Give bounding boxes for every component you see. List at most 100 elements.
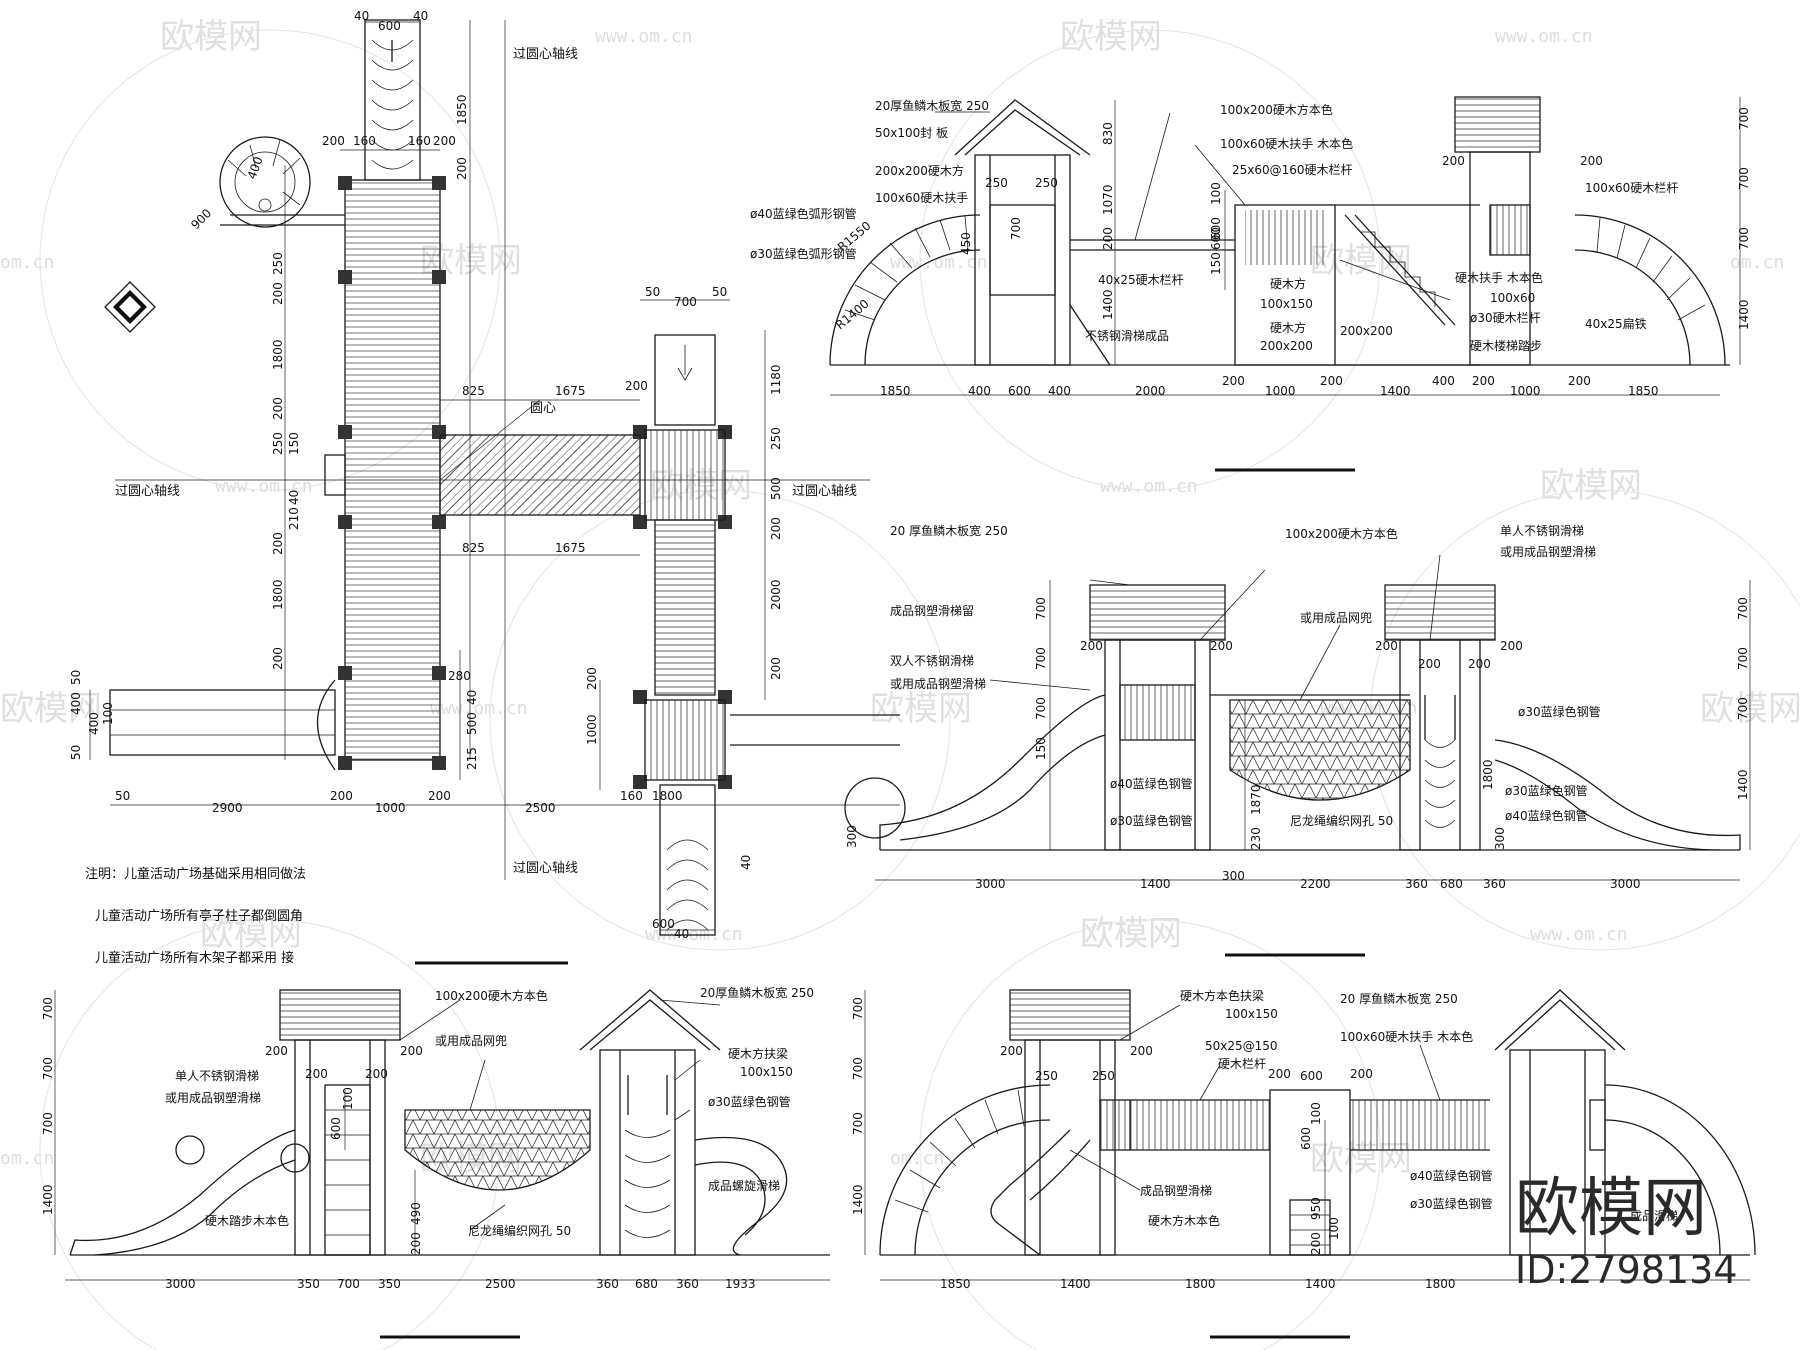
svg-text:100: 100	[1209, 182, 1223, 205]
watermark-text: 欧模网	[1540, 466, 1642, 506]
elevation-4: 硬木方本色扶梁 100x150 20 厚鱼鳞木板宽 250 50x25@150 …	[851, 988, 1756, 1339]
svg-text:ø30蓝绿色钢管: ø30蓝绿色钢管	[708, 1094, 791, 1109]
watermark-text: 欧模网	[1310, 241, 1412, 281]
svg-text:250: 250	[271, 432, 285, 455]
svg-text:1400: 1400	[1736, 769, 1750, 800]
svg-text:100x60硬木栏杆: 100x60硬木栏杆	[1585, 180, 1678, 195]
svg-text:100x60硬木扶手: 100x60硬木扶手	[875, 190, 968, 205]
svg-text:50: 50	[69, 745, 83, 760]
svg-text:1070: 1070	[1101, 184, 1115, 215]
svg-text:50x25@150: 50x25@150	[1205, 1039, 1278, 1053]
svg-text:硬木扶手 木本色: 硬木扶手 木本色	[1455, 270, 1543, 285]
svg-text:400: 400	[968, 384, 991, 398]
svg-text:100x200硬木方本色: 100x200硬木方本色	[1220, 102, 1333, 117]
svg-text:360: 360	[596, 1277, 619, 1291]
svg-text:700: 700	[851, 1057, 865, 1080]
svg-text:100x60: 100x60	[1490, 291, 1535, 305]
svg-text:50: 50	[645, 285, 660, 299]
svg-text:400: 400	[87, 712, 101, 735]
plan-note-3: 儿童活动广场所有木架子都采用 接	[95, 950, 294, 966]
svg-text:200: 200	[409, 1232, 423, 1255]
svg-text:1800: 1800	[271, 579, 285, 610]
svg-text:700: 700	[1736, 597, 1750, 620]
svg-text:100x150: 100x150	[1260, 297, 1313, 311]
svg-text:700: 700	[1034, 697, 1048, 720]
svg-text:50: 50	[115, 789, 130, 803]
svg-text:200: 200	[1309, 1232, 1323, 1255]
plan-spiral-slide	[219, 136, 311, 228]
svg-text:100x200硬木方本色: 100x200硬木方本色	[1285, 526, 1398, 541]
svg-text:1000: 1000	[1510, 384, 1541, 398]
svg-text:2500: 2500	[485, 1277, 516, 1291]
plan-axis-top: 过圆心轴线	[513, 47, 578, 62]
svg-text:硬木方木本色: 硬木方木本色	[1148, 1213, 1220, 1228]
plan-axis-right: 过圆心轴线	[792, 484, 857, 499]
svg-text:400: 400	[1432, 374, 1455, 388]
watermark-text: 欧模网	[0, 689, 102, 729]
svg-text:200: 200	[271, 397, 285, 420]
svg-text:600: 600	[378, 19, 401, 33]
plan-axis-left: 过圆心轴线	[115, 484, 180, 499]
svg-text:700: 700	[1009, 217, 1023, 240]
svg-text:200: 200	[271, 532, 285, 555]
svg-text:ø30硬木栏杆: ø30硬木栏杆	[1470, 310, 1541, 325]
watermark-url: www.om.cn	[1530, 924, 1628, 945]
svg-text:200: 200	[625, 379, 648, 393]
svg-text:25x60@160硬木栏杆: 25x60@160硬木栏杆	[1232, 162, 1353, 177]
svg-text:1933: 1933	[725, 1277, 756, 1291]
svg-text:200: 200	[271, 647, 285, 670]
svg-text:3000: 3000	[1610, 877, 1641, 891]
svg-text:490: 490	[409, 1202, 423, 1225]
svg-text:40: 40	[354, 9, 369, 23]
svg-text:200: 200	[769, 657, 783, 680]
svg-text:ø30蓝绿色钢管: ø30蓝绿色钢管	[1505, 783, 1588, 798]
svg-text:300: 300	[1222, 869, 1245, 883]
svg-text:ø40蓝绿色弧形钢管: ø40蓝绿色弧形钢管	[750, 206, 857, 221]
svg-text:硬木楼梯踏步: 硬木楼梯踏步	[1470, 338, 1542, 353]
svg-text:1400: 1400	[1305, 1277, 1336, 1291]
svg-text:160: 160	[620, 789, 643, 803]
svg-text:20 厚鱼鳞木板宽 250: 20 厚鱼鳞木板宽 250	[890, 523, 1008, 538]
svg-text:200: 200	[1000, 1044, 1023, 1058]
svg-text:硬木方: 硬木方	[1270, 276, 1306, 291]
brand-id: ID:2798134	[1515, 1248, 1738, 1292]
svg-text:250: 250	[1092, 1069, 1115, 1083]
svg-text:200: 200	[305, 1067, 328, 1081]
watermark-url: om.cn	[0, 1148, 54, 1169]
svg-text:680: 680	[635, 1277, 658, 1291]
svg-text:200: 200	[1130, 1044, 1153, 1058]
svg-text:1000: 1000	[1265, 384, 1296, 398]
svg-text:100x60硬木扶手 木本色: 100x60硬木扶手 木本色	[1340, 1029, 1473, 1044]
plan-center-label: 圆心	[530, 401, 556, 416]
svg-text:825: 825	[462, 384, 485, 398]
svg-text:200: 200	[1472, 374, 1495, 388]
svg-text:200x200: 200x200	[1260, 339, 1313, 353]
svg-text:600: 600	[1300, 1069, 1323, 1083]
svg-text:或用成品钢塑滑梯: 或用成品钢塑滑梯	[165, 1090, 261, 1105]
watermark-url: www.om.cn	[595, 26, 693, 47]
svg-text:1400: 1400	[1140, 877, 1171, 891]
watermark-url: om.cn	[1730, 252, 1784, 273]
svg-text:1850: 1850	[455, 94, 469, 125]
svg-text:500: 500	[465, 712, 479, 735]
svg-text:1400: 1400	[1380, 384, 1411, 398]
svg-text:或用成品网兜: 或用成品网兜	[1300, 610, 1372, 625]
svg-text:700: 700	[851, 1112, 865, 1135]
plan-axis-bottom: 过圆心轴线	[513, 861, 578, 876]
svg-text:2000: 2000	[769, 579, 783, 610]
svg-text:ø40蓝绿色钢管: ø40蓝绿色钢管	[1410, 1168, 1493, 1183]
plan-stair	[654, 334, 716, 426]
svg-text:150: 150	[287, 432, 301, 455]
svg-text:150: 150	[1209, 252, 1223, 275]
svg-text:硬木方本色扶梁: 硬木方本色扶梁	[1180, 988, 1264, 1003]
plan-view: 过圆心轴线 过圆心轴线 过圆心轴线 过圆心轴线 圆心 40 600 40 185…	[69, 9, 900, 966]
svg-text:100x60硬木扶手 木本色: 100x60硬木扶手 木本色	[1220, 136, 1353, 151]
svg-text:700: 700	[1034, 597, 1048, 620]
svg-text:200: 200	[1350, 1067, 1373, 1081]
svg-text:200: 200	[1568, 374, 1591, 388]
svg-text:1400: 1400	[851, 1184, 865, 1215]
svg-text:1000: 1000	[585, 714, 599, 745]
svg-text:230: 230	[1249, 827, 1263, 850]
svg-text:200: 200	[1375, 639, 1398, 653]
svg-text:ø40蓝绿色钢管: ø40蓝绿色钢管	[1505, 808, 1588, 823]
